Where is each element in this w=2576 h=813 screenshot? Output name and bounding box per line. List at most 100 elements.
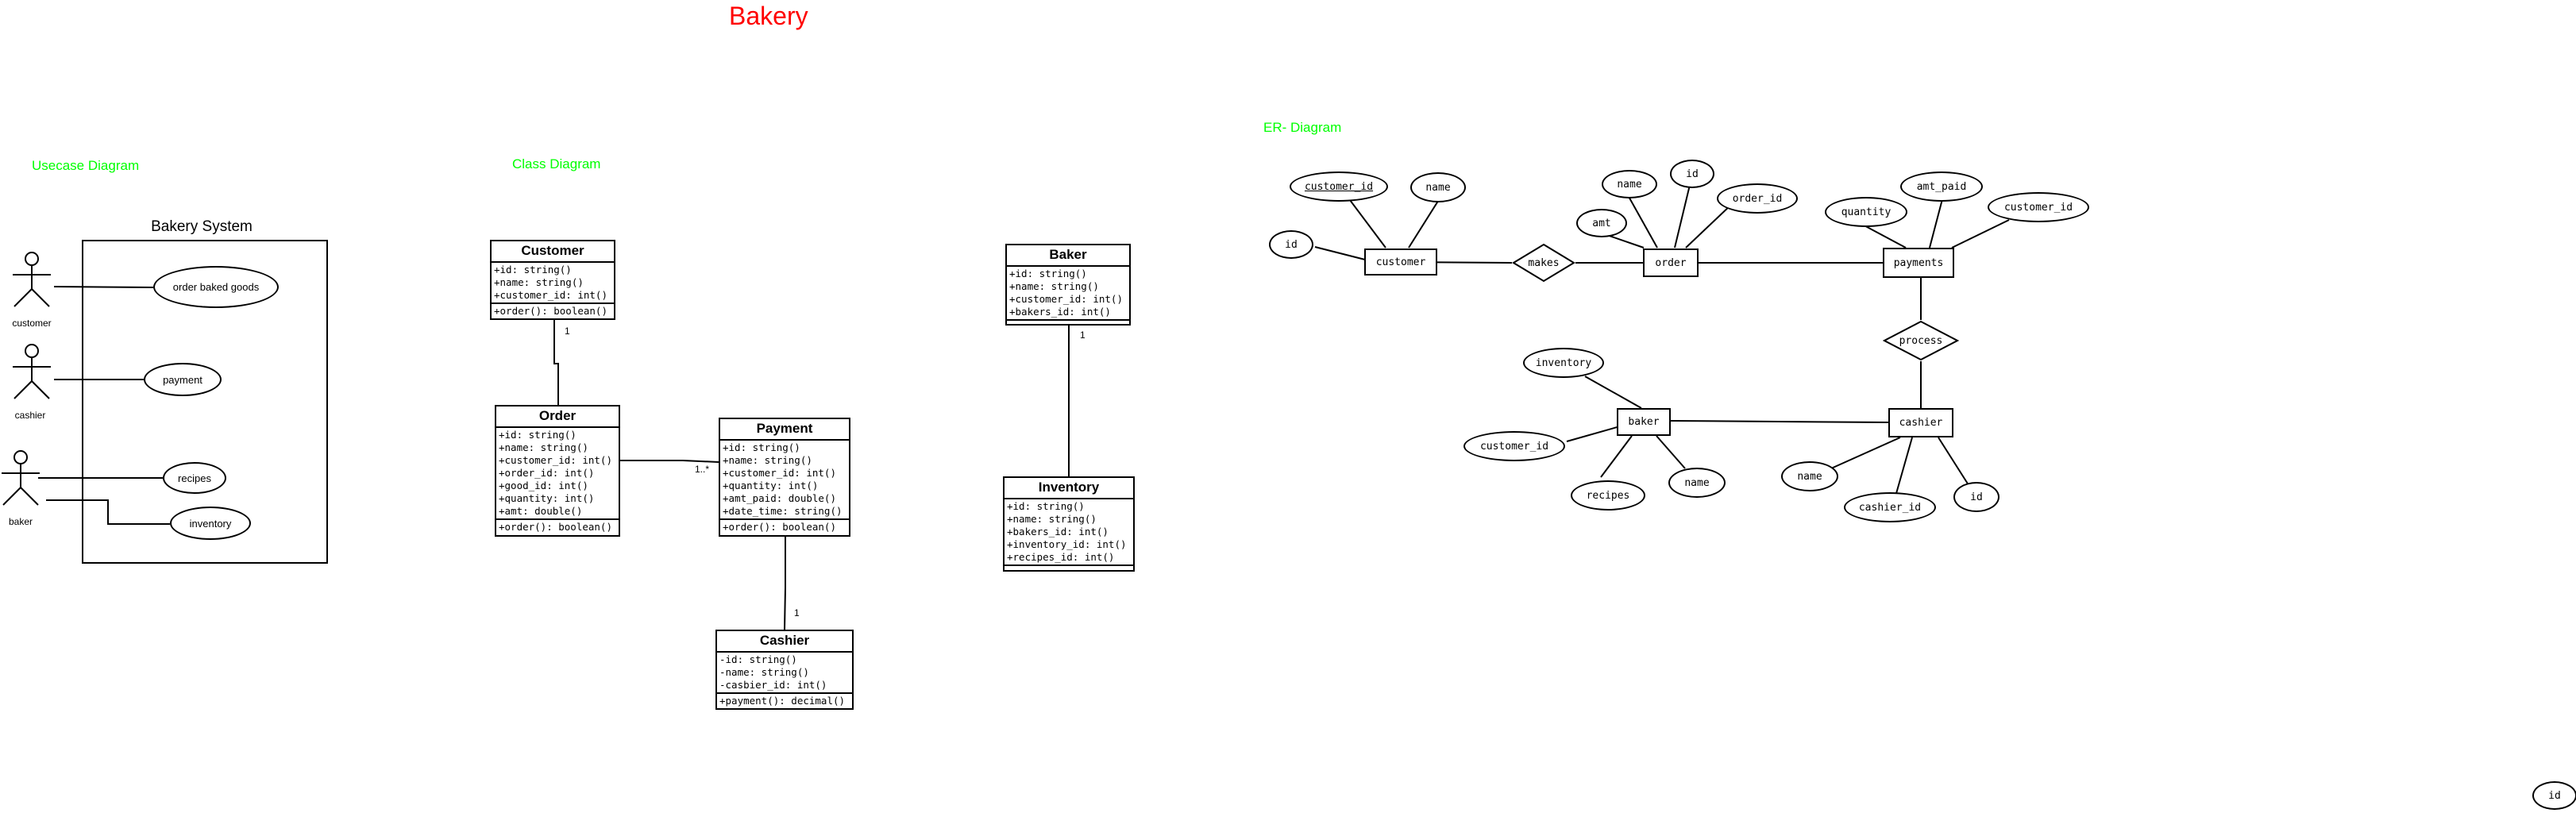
attribute-label: name	[1797, 470, 1822, 483]
attribute-label: recipes	[1586, 489, 1630, 502]
entity-customer: customer	[1364, 249, 1437, 275]
usecase-label: payment	[163, 373, 202, 386]
attribute: +id: string()	[494, 264, 572, 275]
attribute-cashier-id: id	[1953, 482, 1999, 512]
usecase-inventory: inventory	[170, 507, 251, 540]
attribute: +id: string()	[1007, 500, 1085, 512]
entity-payments: payments	[1883, 248, 1954, 278]
class-methods: +order(): boolean()	[496, 520, 619, 534]
class-order: Order +id: string() +name: string() +cus…	[495, 405, 620, 537]
system-name: Bakery System	[151, 218, 253, 235]
attribute: +order_id: int()	[499, 467, 595, 479]
relationship-process: process	[1883, 320, 1959, 361]
class-name: Order	[496, 406, 619, 428]
attribute: +customer_id: int()	[494, 289, 607, 301]
attribute-order-order-id: order_id	[1717, 183, 1798, 214]
attribute: +id: string()	[723, 441, 800, 453]
attribute: +id: string()	[499, 429, 577, 441]
method: +payment(): decimal()	[719, 695, 846, 707]
attribute: -casbier_id: int()	[719, 679, 827, 691]
class-section-title: Class Diagram	[512, 156, 601, 171]
class-attributes: -id: string() -name: string() -casbier_i…	[717, 653, 852, 694]
attribute: +good_id: int()	[499, 480, 588, 491]
class-attributes: +id: string() +name: string() +customer_…	[1007, 267, 1129, 321]
attribute-label: cashier_id	[1858, 501, 1922, 514]
attribute: -id: string()	[719, 653, 797, 665]
actor-customer-label: customer	[12, 318, 52, 329]
attribute: +quantity: int()	[499, 492, 595, 504]
attribute-label: quantity	[1841, 206, 1892, 218]
method: +order(): boolean()	[494, 305, 607, 317]
attribute: +bakers_id: int()	[1009, 306, 1111, 318]
actor-baker-icon	[2, 450, 40, 506]
entity-cashier: cashier	[1888, 408, 1953, 437]
attribute: +customer_id: int()	[499, 454, 612, 466]
class-customer: Customer +id: string() +name: string() +…	[490, 240, 615, 320]
attribute-label: inventory	[1535, 356, 1592, 369]
attribute-customer-key: id	[1269, 230, 1313, 259]
class-methods: +payment(): decimal()	[717, 694, 852, 708]
attribute-label: name	[1617, 178, 1642, 191]
attribute-customer-name: name	[1410, 172, 1466, 202]
usecase-label: order baked goods	[172, 281, 260, 293]
attribute-label: customer_id	[1304, 180, 1374, 193]
attribute-customer-id: customer_id	[1290, 171, 1388, 202]
class-name: Inventory	[1005, 478, 1133, 499]
class-name: Payment	[720, 419, 849, 441]
class-methods: +order(): boolean()	[720, 520, 849, 534]
attribute-label: amt_paid	[1916, 180, 1967, 193]
attribute-order-amt: amt	[1576, 209, 1627, 237]
attribute-baker-inventory: inventory	[1523, 348, 1604, 378]
attribute: +recipes_id: int()	[1007, 551, 1115, 563]
class-methods: +order(): boolean()	[492, 304, 614, 318]
attribute-order-name: name	[1602, 170, 1657, 198]
attribute-pay-amt-paid: amt_paid	[1900, 171, 1983, 202]
diamond-shape	[1883, 320, 1959, 361]
entity-baker: baker	[1617, 408, 1671, 436]
class-baker: Baker +id: string() +name: string() +cus…	[1005, 244, 1131, 326]
class-attributes: +id: string() +name: string() +bakers_id…	[1005, 499, 1133, 566]
attribute-label: name	[1425, 181, 1451, 194]
attribute-cashier-name: name	[1781, 461, 1838, 491]
class-inventory: Inventory +id: string() +name: string() …	[1003, 476, 1135, 572]
attribute-pay-customer-id: customer_id	[1988, 192, 2089, 222]
attribute-cashier-cashier-id: cashier_id	[1844, 492, 1936, 522]
attribute: +name: string()	[1007, 513, 1097, 525]
attribute-baker-customer-id: customer_id	[1463, 431, 1565, 461]
relationship-makes: makes	[1512, 243, 1575, 283]
attribute-label: id	[1285, 238, 1298, 251]
method: +order(): boolean()	[499, 521, 612, 533]
diamond-shape	[1512, 243, 1575, 283]
attribute: +name: string()	[494, 276, 584, 288]
attribute-label: id	[2548, 789, 2561, 802]
attribute: +quantity: int()	[723, 480, 819, 491]
system-boundary	[82, 240, 328, 564]
attribute: +customer_id: int()	[723, 467, 836, 479]
class-name: Customer	[492, 241, 614, 263]
attribute: +id: string()	[1009, 268, 1087, 279]
attribute: +customer_id: int()	[1009, 293, 1123, 305]
class-name: Cashier	[717, 631, 852, 653]
page-title: Bakery	[729, 2, 808, 30]
relationship-label: process	[1899, 334, 1943, 347]
class-attributes: +id: string() +name: string() +customer_…	[720, 441, 849, 520]
attribute-label: id	[1686, 168, 1699, 180]
class-attributes: +id: string() +name: string() +customer_…	[492, 263, 614, 304]
attribute-label: customer_id	[1479, 440, 1549, 453]
multiplicity-customer-order: 1	[565, 326, 570, 337]
attribute-label: customer_id	[2003, 201, 2073, 214]
attribute: +bakers_id: int()	[1007, 526, 1109, 538]
entity-label: baker	[1628, 416, 1660, 428]
entity-order: order	[1643, 249, 1699, 277]
usecase-label: inventory	[189, 517, 232, 530]
attribute: +inventory_id: int()	[1007, 538, 1127, 550]
relationship-label: makes	[1528, 256, 1560, 269]
class-methods	[1007, 321, 1129, 327]
method: +order(): boolean()	[723, 521, 836, 533]
usecase-label: recipes	[178, 472, 211, 484]
attribute: +amt: double()	[499, 505, 583, 517]
class-methods	[1005, 566, 1133, 572]
attribute-label: amt	[1592, 217, 1611, 229]
entity-label: payments	[1893, 256, 1944, 269]
